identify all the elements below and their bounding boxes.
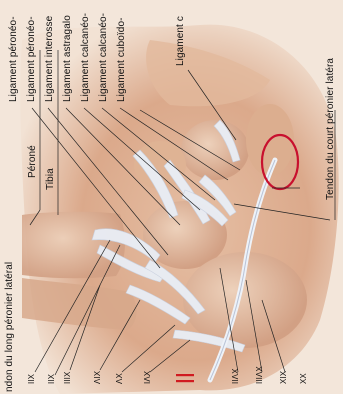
label-tendon-long-peronier: ndon du long péronier latéral <box>5 262 15 392</box>
callout-1: IIX <box>28 374 36 384</box>
label-ligament-calcaneo-2: Ligament calcanéo- <box>99 13 109 102</box>
label-tibia: Tibia <box>46 168 56 190</box>
label-tendon-court-peronier: Tendon du court péronier latéra <box>326 58 336 200</box>
callout-3: IIIX <box>64 372 72 384</box>
callout-5: ΛX <box>116 373 124 384</box>
tibia-bone <box>22 212 125 278</box>
label-ligament-interosseux: Ligament interosse <box>45 16 55 102</box>
callout-8: IIIΛX <box>256 366 264 384</box>
label-ligament-peroneo-2: Ligament péronéo- <box>27 16 37 102</box>
callout-9: XIX <box>280 371 288 384</box>
callout-7: IIΛX <box>232 368 240 384</box>
label-ligament-c: Ligament c <box>176 16 186 66</box>
callout-6: IΛX <box>144 371 152 384</box>
label-perone: Péroné <box>28 145 38 178</box>
label-ligament-astragalo: Ligament astragalo <box>63 15 73 102</box>
label-ligament-calcaneo-1: Ligament calcanéo- <box>81 13 91 102</box>
callout-4: ΛIX <box>94 371 102 384</box>
callout-10: XX <box>300 373 308 384</box>
label-ligament-peroneo-1: Ligament péronéo- <box>9 16 19 102</box>
callout-2: IIX <box>48 374 56 384</box>
label-ligament-cuboido: Ligament cuboïdo- <box>117 17 127 102</box>
